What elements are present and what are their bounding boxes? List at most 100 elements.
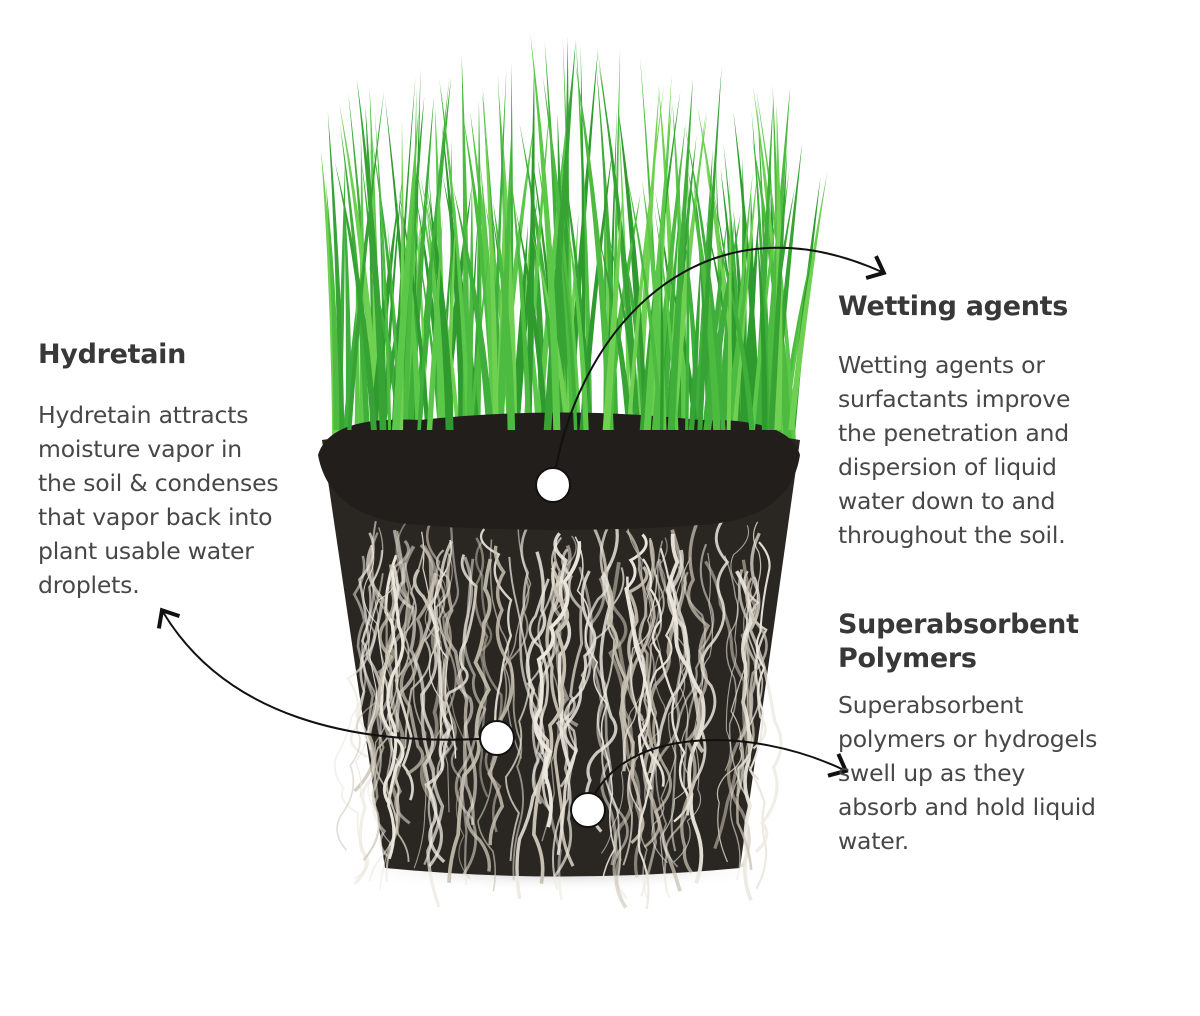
grass-blade	[515, 207, 550, 450]
grass-blade	[493, 202, 516, 430]
grass-blade	[625, 83, 665, 450]
grass-blade	[325, 183, 340, 430]
superabsorbent-text: swell up as they	[838, 759, 1026, 787]
root-strand	[353, 545, 385, 885]
root-strand	[670, 571, 707, 852]
grass-blade	[688, 255, 701, 430]
grass-blade	[514, 227, 542, 450]
root-strand	[368, 562, 416, 882]
superabsorbent-text: polymers or hydrogels	[838, 725, 1098, 753]
root-strand	[642, 529, 688, 892]
grass-blade	[339, 103, 382, 451]
grass-blade	[343, 183, 352, 450]
root-strand	[584, 526, 619, 833]
root-strand	[618, 565, 649, 772]
grass-blade	[726, 176, 732, 430]
grass-blade	[575, 62, 614, 430]
hydretain-text: plant usable water	[38, 537, 254, 565]
grass-blade	[667, 78, 693, 430]
grass-blade	[356, 78, 387, 430]
grass-blade	[339, 123, 371, 451]
grass-blade	[467, 243, 490, 450]
superabsorbent-title: Superabsorbent	[838, 609, 1079, 640]
grass-blade	[598, 63, 642, 451]
root-strand	[748, 541, 771, 890]
root-strand	[550, 544, 579, 728]
wetting-agents-marker	[535, 467, 571, 503]
wetting-agents-text: water down to and	[838, 487, 1056, 515]
grass-blade	[733, 111, 762, 450]
root-strand	[487, 545, 515, 846]
superabsorbent-marker	[570, 792, 606, 828]
root-strand	[362, 532, 388, 861]
grass-blade	[768, 147, 788, 431]
grass-blade	[624, 159, 649, 450]
root-strand	[447, 558, 493, 883]
grass-blade	[327, 111, 345, 450]
wetting-agents-text: Wetting agents or	[838, 351, 1045, 379]
superabsorbent-text: water.	[838, 827, 910, 855]
hydretain-text: the soil & condenses	[38, 469, 279, 497]
wetting-agents-callout: Wetting agents Wetting agents or surfact…	[838, 290, 1070, 552]
root-strand	[396, 530, 436, 779]
grass-blade	[455, 248, 463, 450]
grass-blade	[426, 217, 443, 430]
root-strand	[504, 556, 531, 862]
superabsorbent-text: Superabsorbent	[838, 691, 1024, 719]
root-strand	[412, 568, 454, 864]
root-strand	[624, 533, 653, 790]
grass-blade	[602, 193, 623, 430]
grass-blade	[598, 234, 635, 450]
grass-blade	[717, 236, 755, 430]
hydretain-title: Hydretain	[38, 339, 187, 370]
grass-blade	[558, 227, 578, 430]
root-strand	[589, 577, 617, 866]
wetting-agents-text: dispersion of liquid	[838, 453, 1057, 481]
root-strand	[748, 532, 783, 853]
grass-front-blades	[325, 33, 828, 431]
grass-blade	[440, 85, 472, 450]
root-strand	[625, 529, 672, 849]
grass-blade	[417, 76, 450, 430]
root-strand	[559, 524, 610, 788]
wetting-agents-text: surfactants improve	[838, 385, 1071, 413]
root-strand	[333, 573, 384, 880]
root-strand	[743, 576, 760, 781]
grass-blade	[565, 212, 589, 430]
root-strand	[352, 555, 389, 858]
root-strand	[626, 560, 679, 868]
root-strand	[533, 541, 582, 828]
grass-blade	[402, 234, 423, 450]
superabsorbent-arrow	[587, 739, 849, 811]
wetting-agents-title: Wetting agents	[838, 291, 1069, 322]
grass-blade	[580, 45, 586, 450]
root-strand	[392, 529, 418, 733]
root-strand	[724, 555, 741, 881]
root-strand	[420, 540, 453, 868]
grass-blade	[334, 161, 377, 430]
root-strand	[434, 573, 471, 879]
hydretain-text: Hydretain attracts	[38, 401, 249, 429]
root-strand	[528, 578, 551, 811]
roots	[333, 519, 783, 910]
grass-blade	[579, 143, 614, 430]
superabsorbent-text: absorb and hold liquid	[838, 793, 1096, 821]
root-strand	[382, 569, 405, 806]
grass-blade	[542, 77, 579, 451]
root-strand	[508, 577, 530, 881]
hydretain-marker	[479, 720, 515, 756]
root-strand	[644, 537, 668, 776]
hydretain-text: droplets.	[38, 571, 140, 599]
root-strand	[473, 537, 503, 833]
grass-blade	[756, 232, 768, 430]
wetting-agents-text: the penetration and	[838, 419, 1069, 447]
grass-blade	[453, 187, 496, 450]
grass-blade	[687, 168, 721, 430]
root-strand	[737, 576, 764, 835]
grass-blade	[380, 166, 404, 450]
grass-blade	[347, 89, 385, 431]
grass-blade	[427, 188, 454, 430]
root-strand	[642, 558, 690, 823]
root-strand	[553, 548, 584, 878]
